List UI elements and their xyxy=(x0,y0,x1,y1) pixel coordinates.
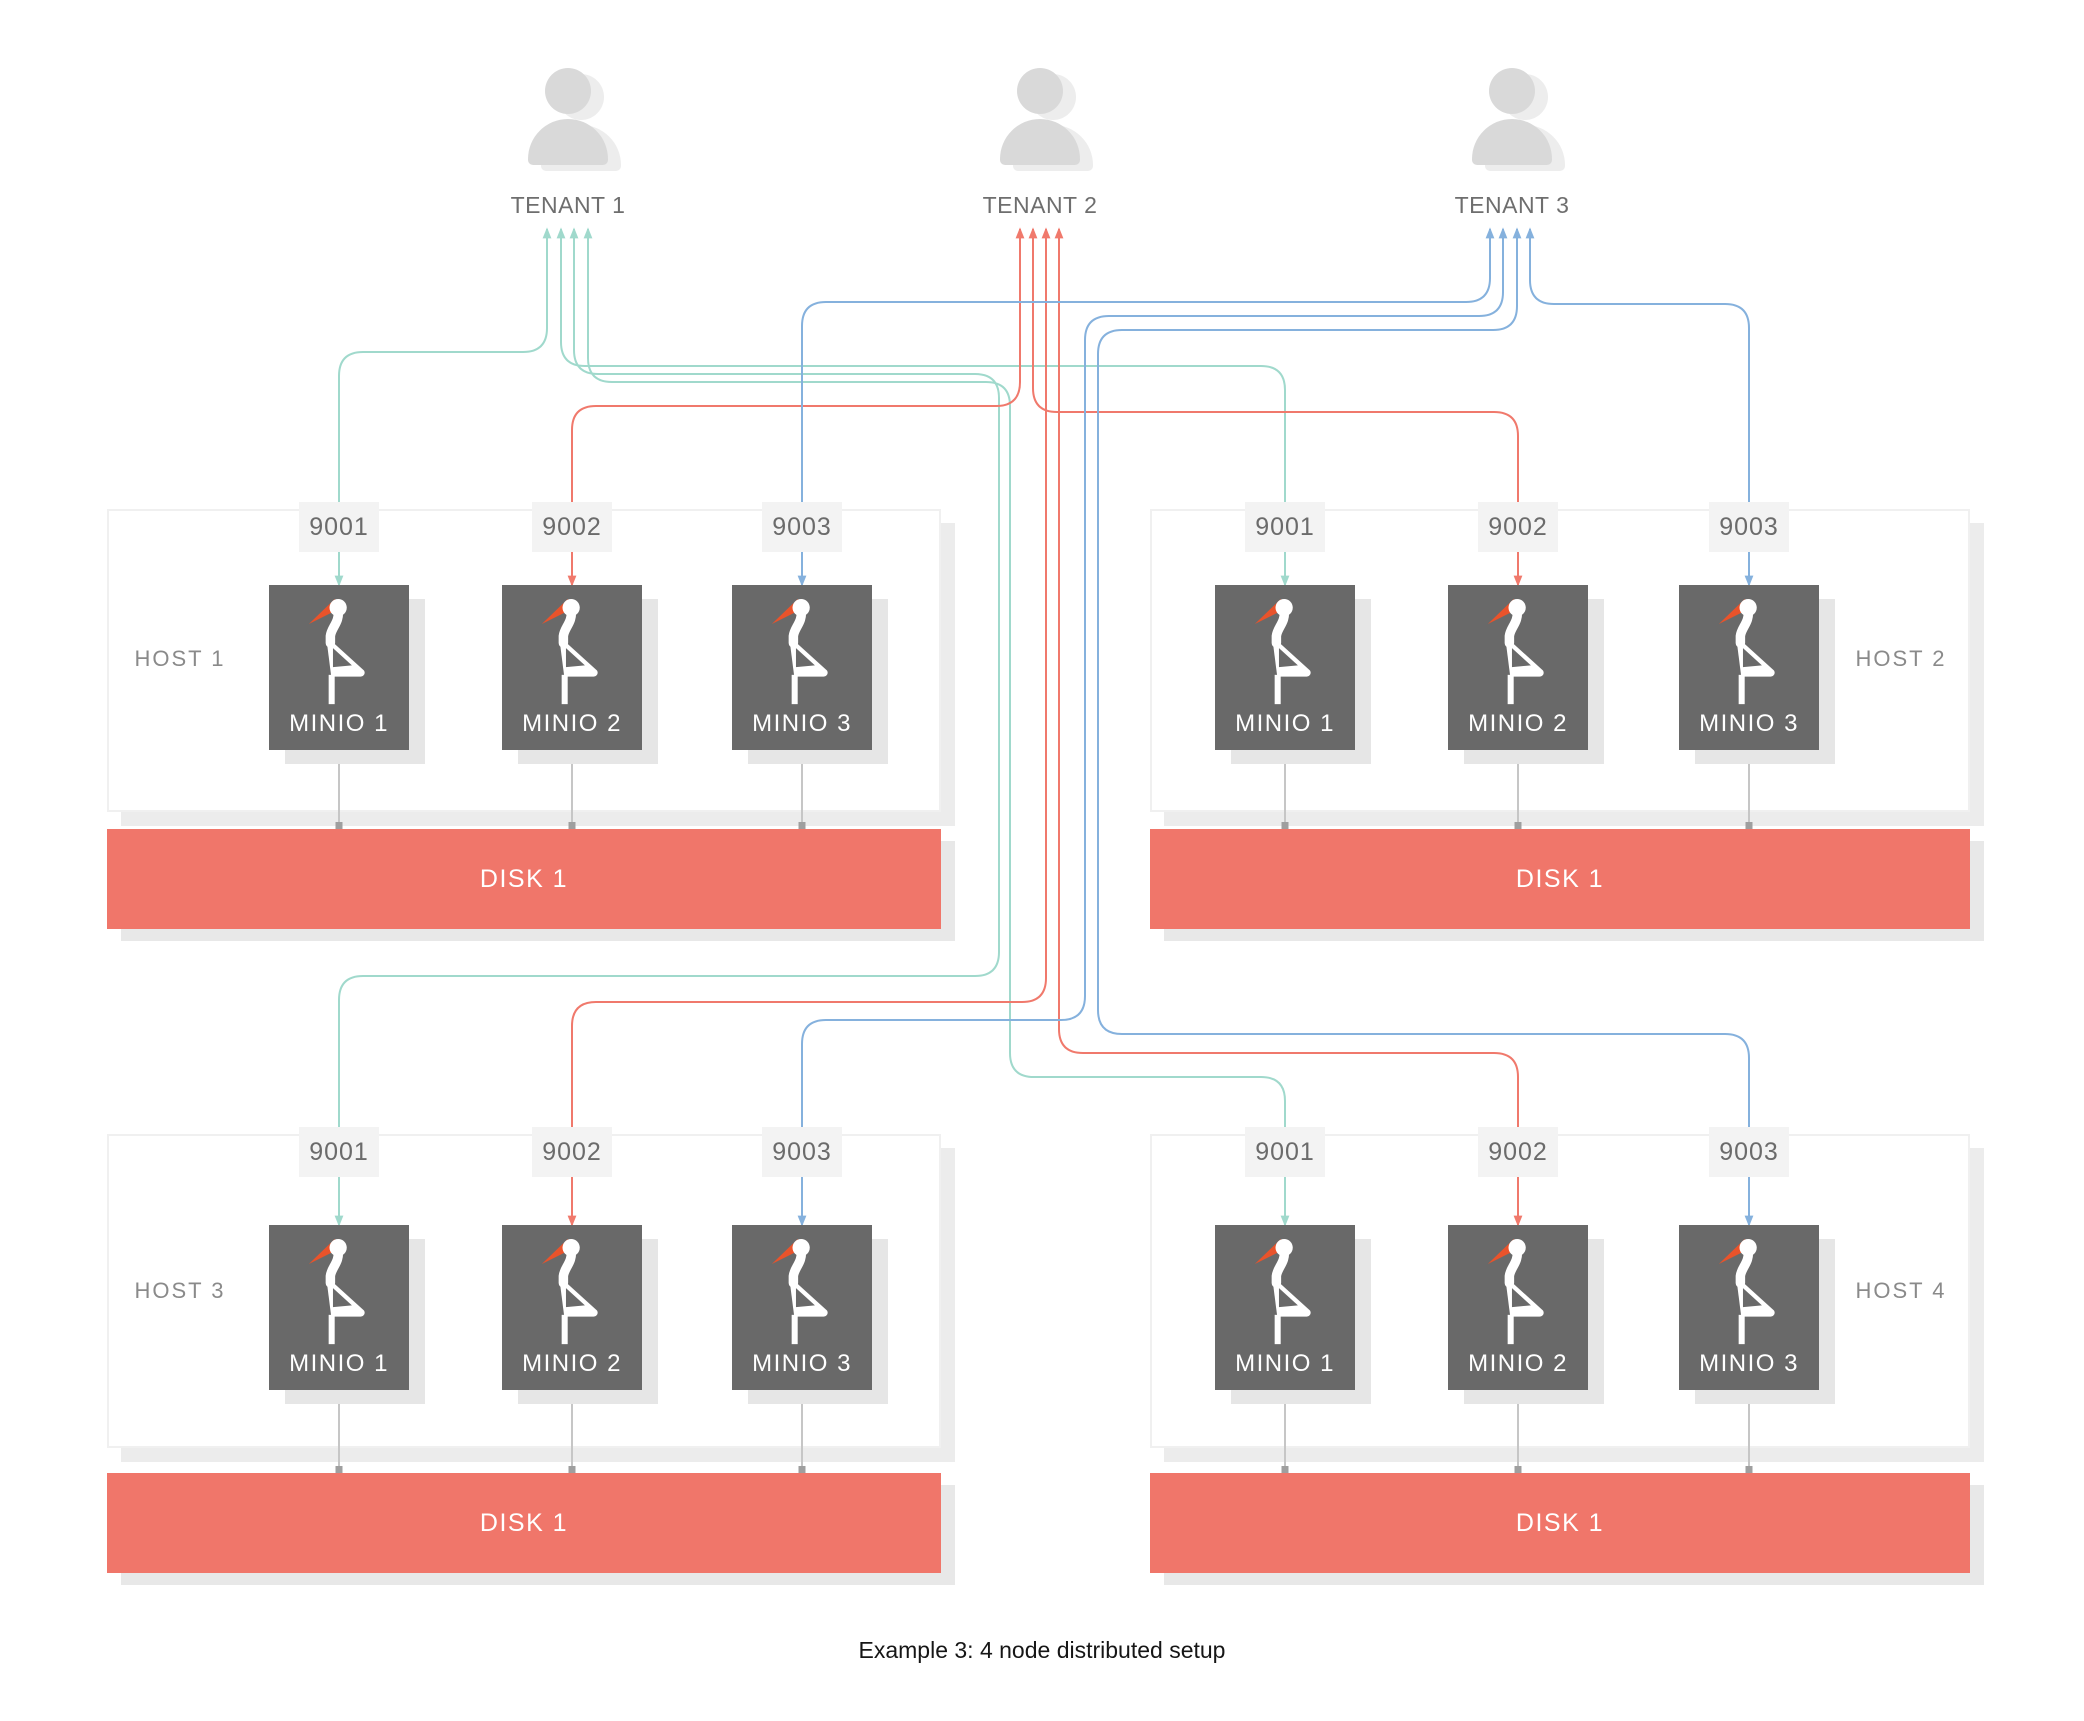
minio-node-label: MINIO 1 xyxy=(1235,710,1335,737)
host-4-minio-2-node: MINIO 2 xyxy=(1448,1225,1588,1390)
disk-connector-r2-c3 xyxy=(798,1390,806,1473)
host-2-port-9003: 9003 xyxy=(1709,502,1789,552)
diagram-caption: Example 3: 4 node distributed setup xyxy=(858,1637,1226,1663)
host-2-minio-3-node: MINIO 3 xyxy=(1679,585,1819,750)
host-2-disk-bar: DISK 1 xyxy=(1150,829,1970,929)
tenant-1-label: TENANT 1 xyxy=(510,192,626,218)
host-1-minio-1-node: MINIO 1 xyxy=(269,585,409,750)
disk-connector-r1-c5 xyxy=(1514,750,1522,829)
host-3-minio-2-node: MINIO 2 xyxy=(502,1225,642,1390)
person-icon xyxy=(980,68,1100,165)
host-2-port-9002: 9002 xyxy=(1478,502,1558,552)
host-1-port-9003: 9003 xyxy=(762,502,842,552)
host-2-minio-2-node: MINIO 2 xyxy=(1448,585,1588,750)
disk-connector-r2-c2 xyxy=(568,1390,576,1473)
host-2-minio-1-node: MINIO 1 xyxy=(1215,585,1355,750)
disk-connector-r2-c5 xyxy=(1514,1390,1522,1473)
host-4-port-9002: 9002 xyxy=(1478,1127,1558,1177)
minio-node-label: MINIO 2 xyxy=(522,1350,622,1377)
host-4-label: HOST 4 xyxy=(1855,1278,1947,1303)
disk-connector-r1-c4 xyxy=(1281,750,1289,829)
host-3-port-9003: 9003 xyxy=(762,1127,842,1177)
host-3-minio-3-node: MINIO 3 xyxy=(732,1225,872,1390)
host-2-label: HOST 2 xyxy=(1855,646,1947,671)
host-1-port-9002: 9002 xyxy=(532,502,612,552)
disk-connector-r2-c4 xyxy=(1281,1390,1289,1473)
disk-connector-r1-c2 xyxy=(568,750,576,829)
minio-node-label: MINIO 2 xyxy=(1468,1350,1568,1377)
minio-node-label: MINIO 3 xyxy=(752,1350,852,1377)
minio-node-label: MINIO 2 xyxy=(522,710,622,737)
disk-label: DISK 1 xyxy=(479,865,569,893)
disk-connector-r1-c1 xyxy=(335,750,343,829)
minio-stork-icon xyxy=(530,1233,614,1345)
disk-connector-r2-c6 xyxy=(1745,1390,1753,1473)
disk-label: DISK 1 xyxy=(1515,865,1605,893)
disk-label: DISK 1 xyxy=(479,1509,569,1537)
tenant-2-label: TENANT 2 xyxy=(982,192,1098,218)
host-1-minio-3-node: MINIO 3 xyxy=(732,585,872,750)
minio-stork-icon xyxy=(530,593,614,705)
tenant-3-avatar xyxy=(1452,68,1572,171)
disk-connector-r1-c6 xyxy=(1745,750,1753,829)
disk-connector-r2-c1 xyxy=(335,1390,343,1473)
minio-node-label: MINIO 3 xyxy=(1699,710,1799,737)
minio-stork-icon xyxy=(760,593,844,705)
host-1-minio-2-node: MINIO 2 xyxy=(502,585,642,750)
tenant-1-avatar xyxy=(508,68,628,171)
minio-node-label: MINIO 1 xyxy=(1235,1350,1335,1377)
host-3-label: HOST 3 xyxy=(134,1278,226,1303)
link-tenant-1-host-3-port-9001 xyxy=(334,227,1000,1227)
host-1-label: HOST 1 xyxy=(134,646,226,671)
host-1-port-9001: 9001 xyxy=(299,502,379,552)
minio-stork-icon xyxy=(1243,593,1327,705)
host-4-port-9001: 9001 xyxy=(1245,1127,1325,1177)
minio-stork-icon xyxy=(1476,593,1560,705)
tenant-3-label: TENANT 3 xyxy=(1454,192,1570,218)
minio-stork-icon xyxy=(760,1233,844,1345)
host-3-port-9001: 9001 xyxy=(299,1127,379,1177)
host-4-disk-bar: DISK 1 xyxy=(1150,1473,1970,1573)
host-3-disk-bar: DISK 1 xyxy=(107,1473,941,1573)
minio-stork-icon xyxy=(1476,1233,1560,1345)
host-3-port-9002: 9002 xyxy=(532,1127,612,1177)
minio-node-label: MINIO 1 xyxy=(289,1350,389,1377)
minio-stork-icon xyxy=(1707,593,1791,705)
minio-stork-icon xyxy=(1243,1233,1327,1345)
person-icon xyxy=(508,68,628,165)
link-tenant-3-host-3-port-9003 xyxy=(797,227,1508,1227)
disk-connector-r1-c3 xyxy=(798,750,806,829)
host-4-port-9003: 9003 xyxy=(1709,1127,1789,1177)
host-2-port-9001: 9001 xyxy=(1245,502,1325,552)
host-4-minio-1-node: MINIO 1 xyxy=(1215,1225,1355,1390)
minio-node-label: MINIO 3 xyxy=(1699,1350,1799,1377)
tenant-2-avatar xyxy=(980,68,1100,171)
person-icon xyxy=(1452,68,1572,165)
minio-stork-icon xyxy=(1707,1233,1791,1345)
host-3-minio-1-node: MINIO 1 xyxy=(269,1225,409,1390)
disk-label: DISK 1 xyxy=(1515,1509,1605,1537)
minio-node-label: MINIO 2 xyxy=(1468,710,1568,737)
host-1-disk-bar: DISK 1 xyxy=(107,829,941,929)
link-tenant-1-host-4-port-9001 xyxy=(583,227,1290,1227)
link-tenant-3-host-4-port-9003 xyxy=(1097,227,1754,1227)
minio-stork-icon xyxy=(297,593,381,705)
minio-node-label: MINIO 3 xyxy=(752,710,852,737)
host-4-minio-3-node: MINIO 3 xyxy=(1679,1225,1819,1390)
minio-stork-icon xyxy=(297,1233,381,1345)
minio-node-label: MINIO 1 xyxy=(289,710,389,737)
